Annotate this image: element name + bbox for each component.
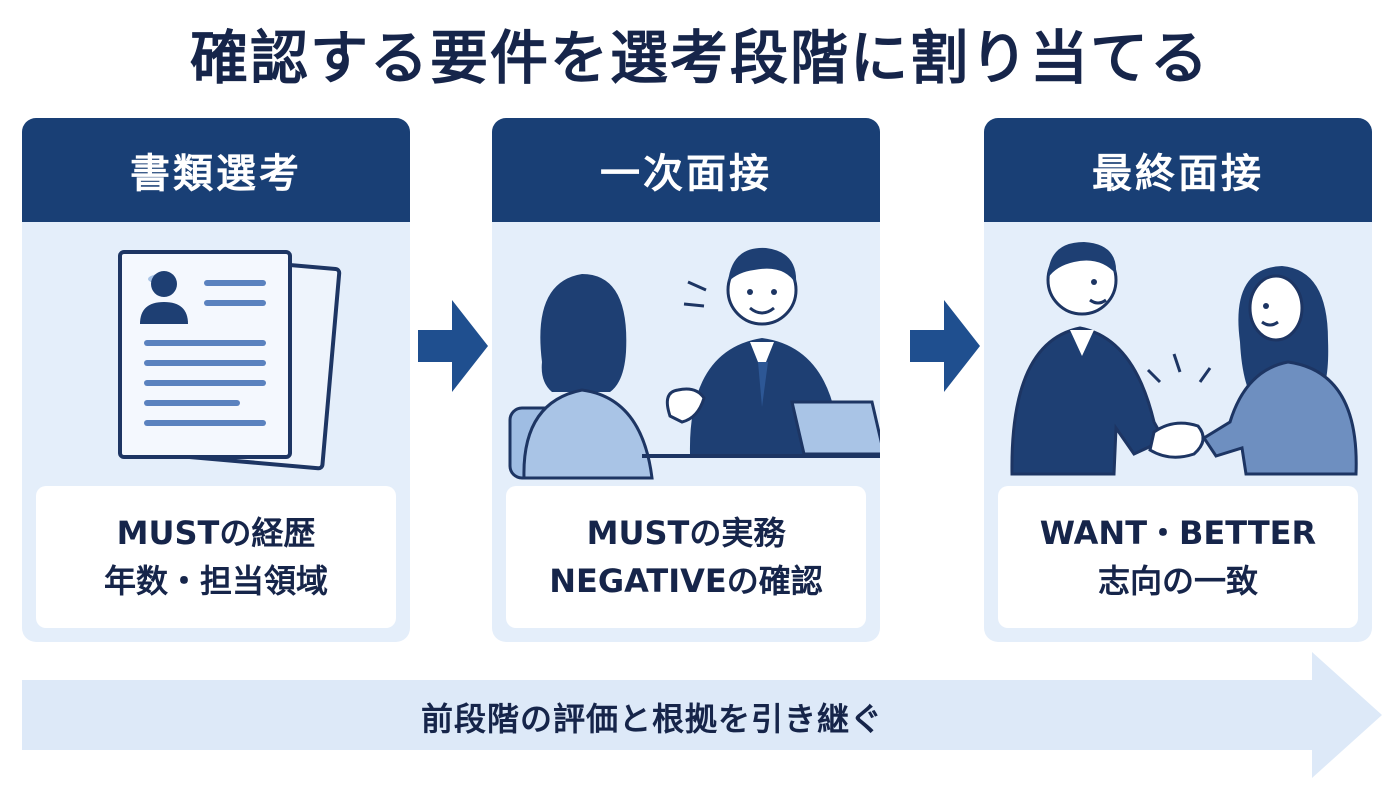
carry-over-arrow <box>22 652 1382 778</box>
requirement-line: MUSTの実務 <box>586 514 786 552</box>
stage-header: 一次面接 <box>492 118 880 222</box>
interview-illustration <box>492 222 880 482</box>
stage-final-interview: 最終面接 WANT・BETTER 志向 <box>984 118 1372 642</box>
stage-header: 書類選考 <box>22 118 410 222</box>
requirement-line: 年数・担当領域 <box>103 562 328 600</box>
handshake-icon <box>1010 242 1358 476</box>
stage-document-screening: 書類選考 MUSTの経歴 年数・担当領域 <box>22 118 410 642</box>
carry-over-note: 前段階の評価と根拠を引き継ぐ <box>420 700 883 738</box>
requirement-line: 志向の一致 <box>1097 562 1258 600</box>
requirement-line: NEGATIVEの確認 <box>549 562 823 600</box>
interview-icon <box>508 247 880 480</box>
stage-requirements-box: MUSTの経歴 年数・担当領域 <box>36 486 396 628</box>
stage-header: 最終面接 <box>984 118 1372 222</box>
page-title: 確認する要件を選考段階に割り当てる <box>189 24 1210 92</box>
arrow-right-icon <box>418 300 488 392</box>
stage-requirements-box: MUSTの実務 NEGATIVEの確認 <box>506 486 866 628</box>
stage-first-interview: 一次面接 <box>492 118 880 642</box>
requirement-line: WANT・BETTER <box>1039 514 1317 552</box>
handshake-illustration <box>984 222 1372 482</box>
requirement-line: MUSTの経歴 <box>116 514 316 552</box>
resume-documents-illustration <box>22 222 410 482</box>
arrow-right-icon <box>910 300 980 392</box>
resume-icon <box>118 250 342 471</box>
stage-requirements-box: WANT・BETTER 志向の一致 <box>998 486 1358 628</box>
